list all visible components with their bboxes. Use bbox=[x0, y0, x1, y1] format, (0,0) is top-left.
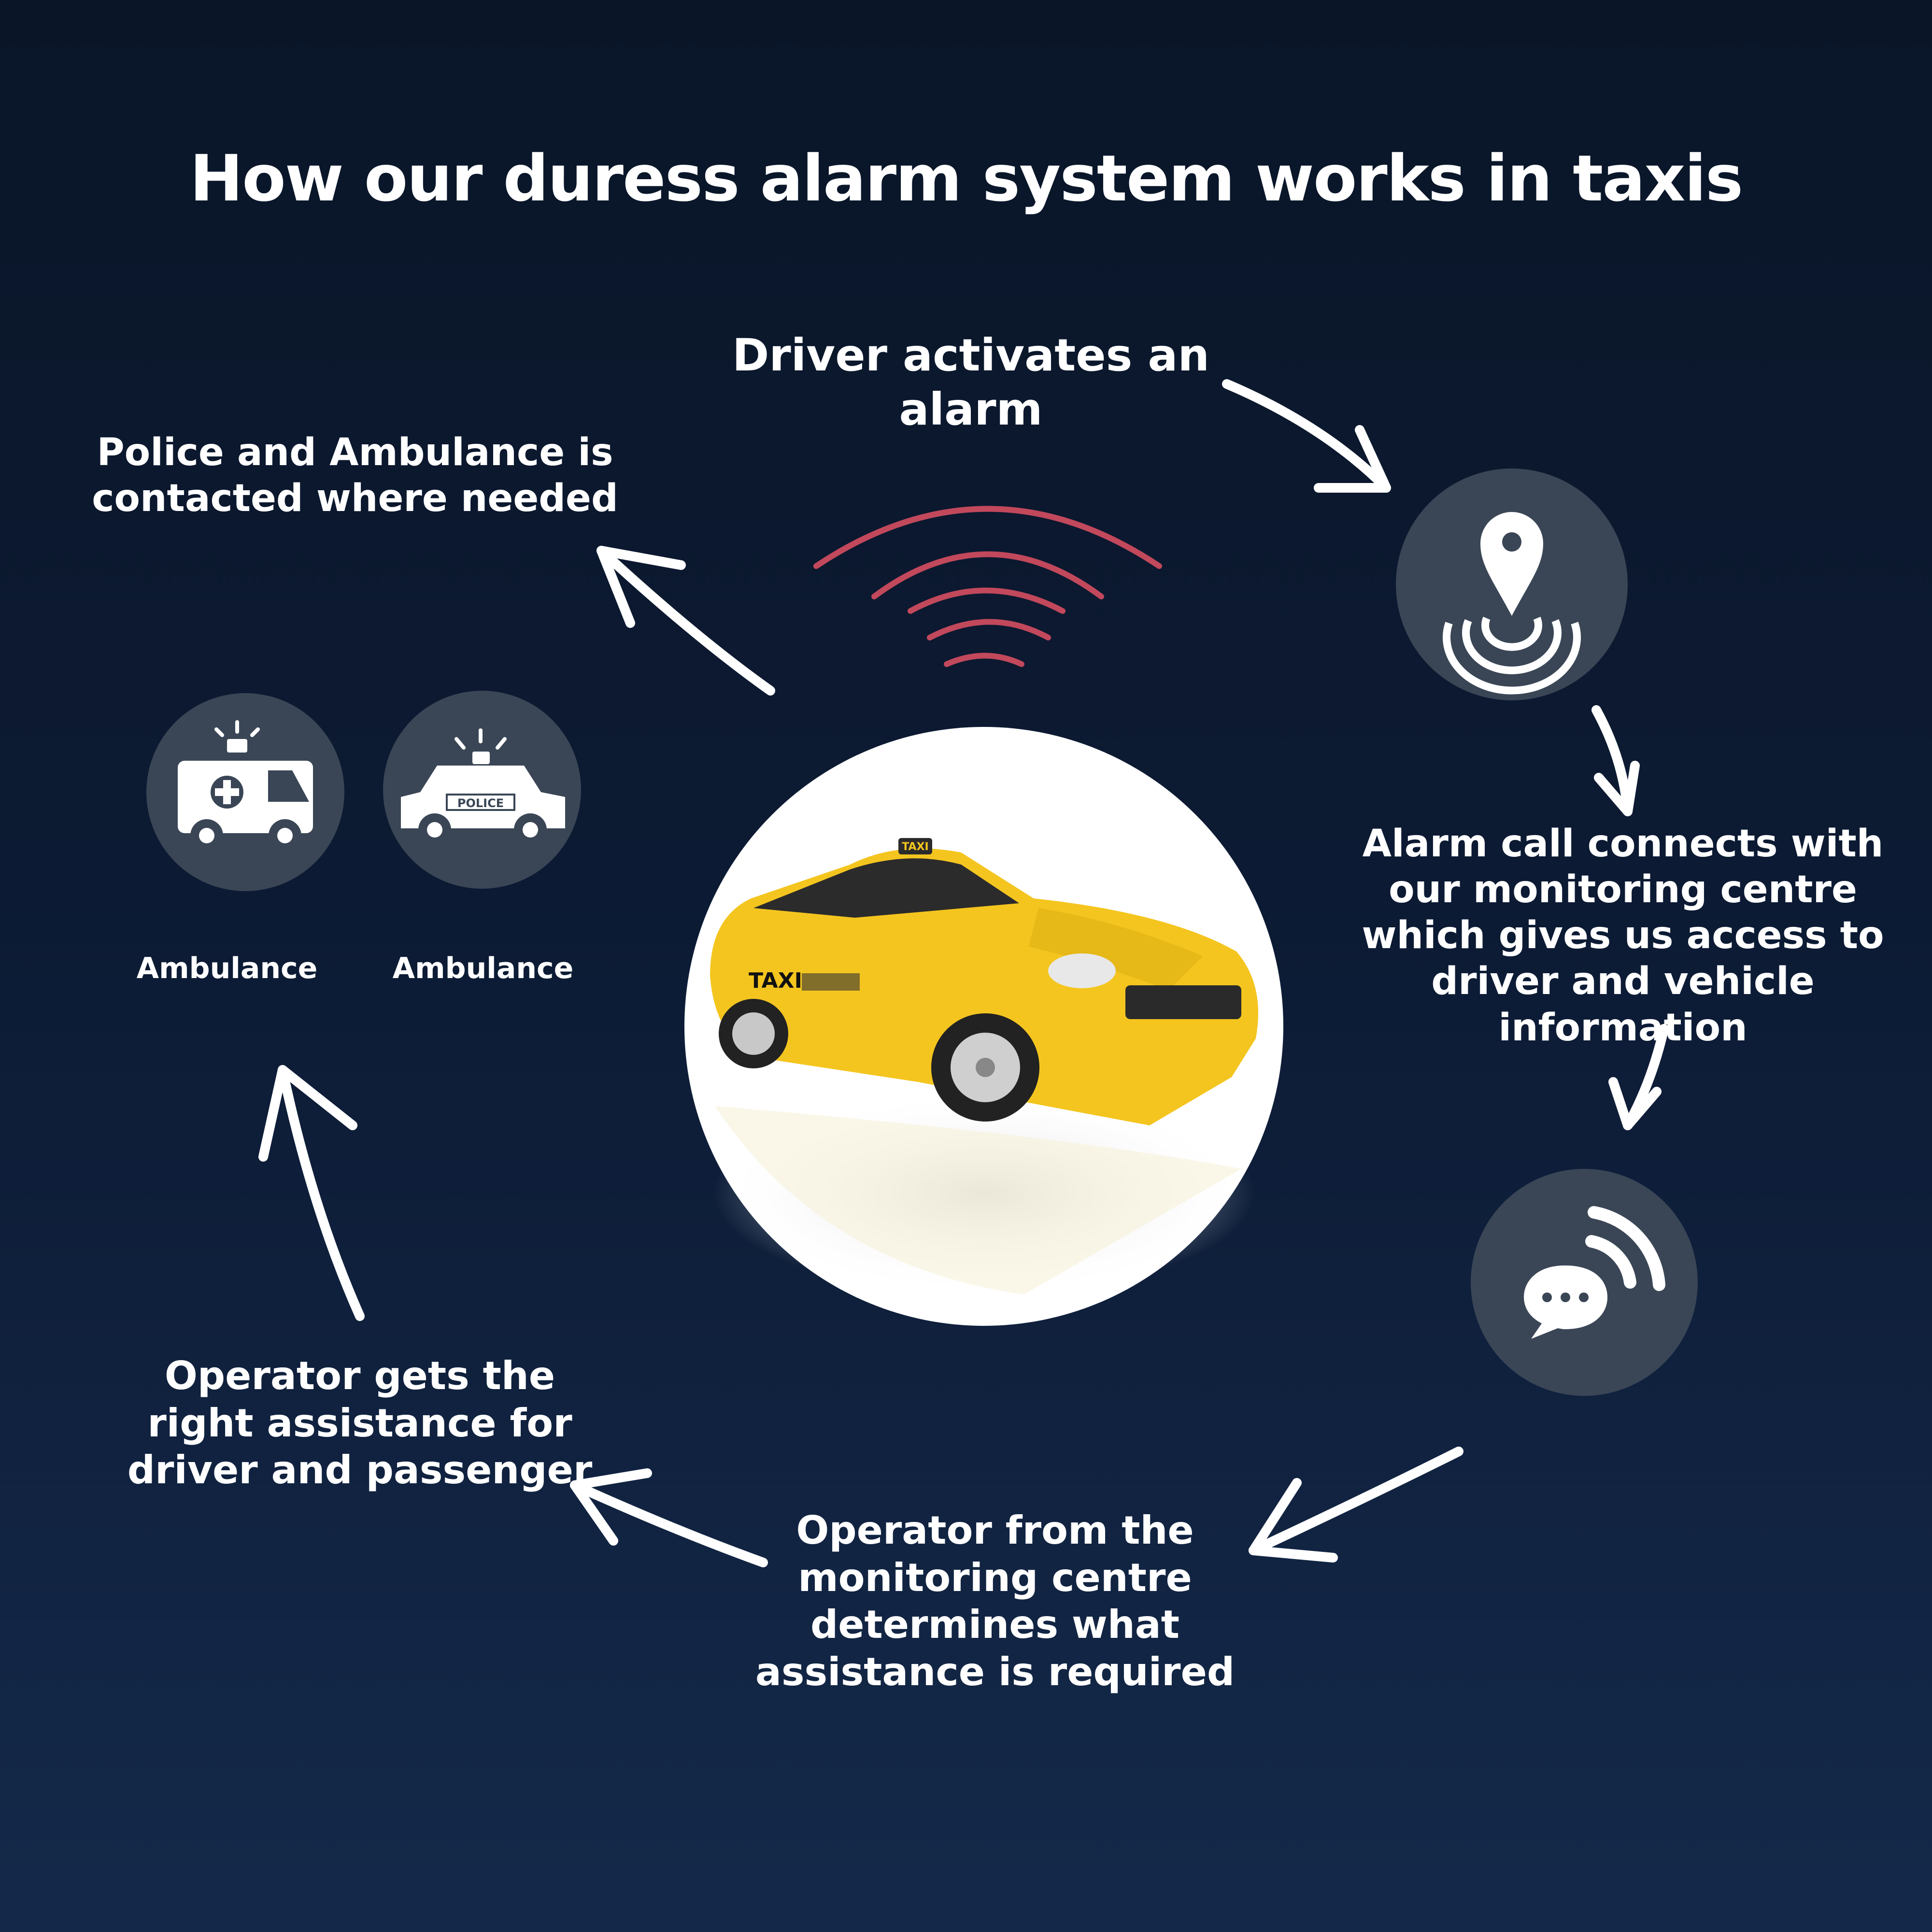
step-operator-determines: Operator from the monitoring centre dete… bbox=[755, 1508, 1235, 1694]
taxi-door-text: TAXI bbox=[749, 968, 802, 993]
step-operator-assistance: Operator gets the right assistance for d… bbox=[127, 1353, 593, 1493]
arrow-to-alarm-call bbox=[1591, 705, 1640, 816]
step-driver-activates: Driver activates an alarm bbox=[732, 329, 1209, 436]
page-title: How our duress alarm system works in tax… bbox=[189, 142, 1744, 216]
location-pin-icon bbox=[1396, 469, 1628, 700]
taxi-car-image: TAXI TAXI bbox=[684, 727, 1283, 1326]
ambulance-label-2: Ambulance bbox=[392, 952, 574, 985]
ambulance-label-1: Ambulance bbox=[136, 952, 318, 985]
ambulance-icon bbox=[146, 693, 344, 891]
police-car-icon: POLICE bbox=[383, 691, 581, 889]
arrow-to-chat bbox=[1608, 1024, 1669, 1130]
police-sign-text: POLICE bbox=[457, 796, 504, 810]
arrow-to-location bbox=[1222, 379, 1391, 493]
chat-signal-icon bbox=[1471, 1169, 1698, 1396]
arrow-to-emergency bbox=[258, 1065, 365, 1321]
taxi-roof-sign: TAXI bbox=[902, 841, 928, 853]
step-alarm-connects: Alarm call connects with our monitoring … bbox=[1362, 822, 1884, 1050]
arrow-to-operator-determines bbox=[1249, 1447, 1463, 1563]
arrow-to-police-ambulance bbox=[597, 546, 775, 696]
step-police-ambulance: Police and Ambulance is contacted where … bbox=[92, 431, 618, 521]
alarm-signal-icon bbox=[813, 506, 1162, 667]
arrow-to-operator-assistance bbox=[570, 1468, 768, 1567]
